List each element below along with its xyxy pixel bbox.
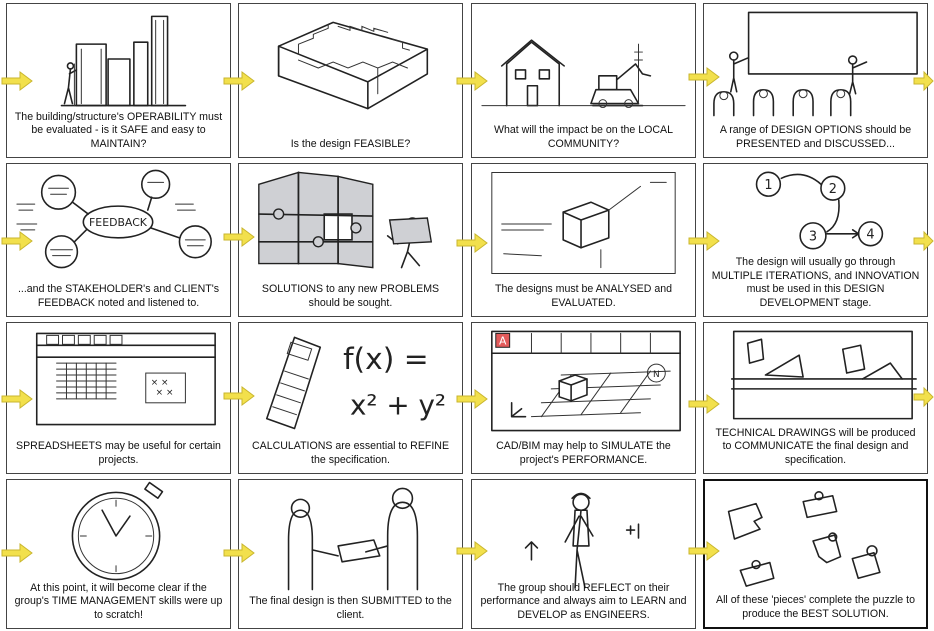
flow-arrow-icon [455,70,489,92]
box-analysis-icon [472,164,695,284]
flow-arrow-icon [912,386,934,408]
formula-line-2: x² + y² [350,389,446,422]
panel-caption: A range of DESIGN OPTIONS should be PRES… [710,124,921,151]
flow-arrow-icon [687,393,721,415]
svg-text:× ×: × × [151,378,169,388]
handover-icon [239,480,462,598]
iteration-step-4: 4 [866,228,874,243]
panel-best-solution: All of these 'pieces' complete the puzzl… [703,479,928,629]
engineer-reflect-icon [472,480,695,592]
jigsaw-puzzle-icon [239,164,462,276]
calculator-formula-icon: f(x) = x² + y² [239,323,462,435]
flow-arrow-icon [687,230,721,252]
flow-arrow-icon [0,230,34,252]
panel-calculations: f(x) = x² + y² CALCULATIONS are essentia… [238,322,463,474]
panel-solutions: SOLUTIONS to any new PROBLEMS should be … [238,163,463,317]
panel-caption: TECHNICAL DRAWINGS will be produced to C… [710,427,921,468]
maintenance-buildings-icon [7,4,230,114]
flow-arrow-icon [687,66,721,88]
flow-arrow-icon [912,70,934,92]
panel-iterations: 1 2 3 4 The design will usually go throu… [703,163,928,317]
flow-arrow-icon [0,70,34,92]
flow-arrow-icon [222,542,256,564]
presentation-audience-icon [704,4,927,124]
panel-local-community: What will the impact be on the LOCAL COM… [471,3,696,158]
flow-arrow-icon [687,540,721,562]
flow-arrow-icon [222,226,256,248]
cad-window-icon: A N [472,323,695,438]
feedback-mindmap-icon: FEEDBACK [7,164,230,276]
iteration-step-2: 2 [829,182,837,197]
house-and-digger-icon [472,4,695,114]
panel-caption: At this point, it will become clear if t… [13,582,224,623]
flow-arrow-icon [455,232,489,254]
formula-line-1: f(x) = [343,342,429,377]
panel-caption: The design will usually go through MULTI… [710,256,921,310]
spreadsheet-window-icon: × × × × [7,323,230,438]
panel-caption: The final design is then SUBMITTED to th… [245,595,456,622]
panel-caption: SPREADSHEETS may be useful for certain p… [13,440,224,467]
panel-caption: Is the design FEASIBLE? [245,138,456,152]
flow-arrow-icon [222,70,256,92]
panel-design-options: A range of DESIGN OPTIONS should be PRES… [703,3,928,158]
flow-arrow-icon [455,388,489,410]
panel-caption: The designs must be ANALYSED and EVALUAT… [478,283,689,310]
panel-caption: CALCULATIONS are essential to REFINE the… [245,440,456,467]
impossible-staircase-icon [239,4,462,129]
puzzle-pieces-icon [705,481,926,596]
panel-cad-bim: A N CAD/BIM may help to SIMULATE the pro… [471,322,696,474]
flow-arrow-icon [222,385,256,407]
panel-caption: ...and the STAKEHOLDER's and CLIENT's FE… [13,283,224,310]
panel-spreadsheets: × × × × SPREADSHEETS may be useful for c… [6,322,231,474]
flow-arrow-icon [0,388,34,410]
panel-submitted: The final design is then SUBMITTED to th… [238,479,463,629]
panel-caption: CAD/BIM may help to SIMULATE the project… [478,440,689,467]
iteration-cycle-icon: 1 2 3 4 [704,164,927,256]
panel-analysed: The designs must be ANALYSED and EVALUAT… [471,163,696,317]
panel-reflect: The group should REFLECT on their perfor… [471,479,696,629]
panel-time-management: At this point, it will become clear if t… [6,479,231,629]
stopwatch-icon [7,480,230,585]
panel-technical-drawings: TECHNICAL DRAWINGS will be produced to C… [703,322,928,474]
mindmap-center-label: FEEDBACK [89,216,148,229]
panel-caption: The building/structure's OPERABILITY mus… [13,111,224,152]
cad-app-badge: A [499,334,507,347]
iteration-step-3: 3 [809,230,817,245]
panel-caption: What will the impact be on the LOCAL COM… [478,124,689,151]
flow-arrow-icon [912,230,934,252]
cad-compass: N [653,370,660,380]
panel-caption: The group should REFLECT on their perfor… [478,582,689,623]
flow-arrow-icon [455,540,489,562]
panel-feasible: Is the design FEASIBLE? [238,3,463,158]
panel-feedback: FEEDBACK ...and the STAKEHOLDER's and CL… [6,163,231,317]
flow-arrow-icon [0,542,34,564]
panel-caption: All of these 'pieces' complete the puzzl… [711,594,920,621]
panel-caption: SOLUTIONS to any new PROBLEMS should be … [245,283,456,310]
svg-text:× ×: × × [156,388,174,398]
iteration-step-1: 1 [764,178,772,193]
panel-operability: The building/structure's OPERABILITY mus… [6,3,231,158]
technical-drawing-board-icon [704,323,927,428]
